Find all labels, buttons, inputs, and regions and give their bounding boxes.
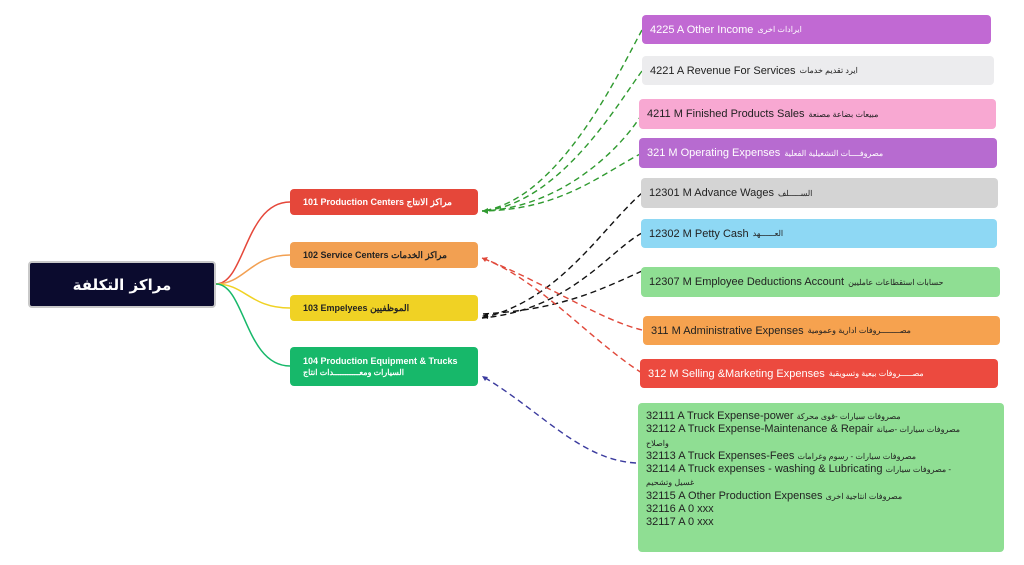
truck-line-arabic: مصروفات سيارات - رسوم وغرامات: [797, 451, 917, 461]
truck-line: 32117 A 0 xxx: [646, 516, 996, 529]
link-admin-expenses: [481, 257, 643, 331]
link-finished-sales: [481, 113, 643, 212]
account-arabic-label: مصروفــــات التشغيلية الفعلية: [784, 148, 884, 158]
truck-line-arabic: مصروفات سيارات -صيانة: [876, 425, 961, 435]
root-cost-centers[interactable]: مراكز التكلفة: [28, 261, 216, 308]
truck-line: 32116 A 0 xxx: [646, 503, 996, 516]
link-operating-expenses: [481, 152, 643, 212]
truck-line-code: 32117 A 0 xxx: [646, 516, 714, 529]
account-arabic-label: مصـــــروفات بيعية وتسويقية: [828, 369, 924, 378]
truck-line-code: 32111 A Truck Expense-power: [646, 410, 794, 422]
center-service[interactable]: 102 Service Centers مراكز الخدمات: [290, 242, 478, 268]
account-admin-expenses[interactable]: 311 M Administrative Expenses مصــــــــ…: [643, 316, 1000, 345]
truck-line: غسيل وتشحيم: [646, 476, 996, 489]
link-petty-cash: [481, 232, 643, 319]
root-label: مراكز التكلفة: [72, 275, 172, 294]
truck-line-code: 32116 A 0 xxx: [646, 503, 714, 516]
center-service-label: 102 Service Centers مراكز الخدمات: [303, 249, 447, 260]
account-code: 311 M Administrative Expenses: [651, 324, 804, 337]
account-arabic-label: الســـــلف: [777, 188, 813, 198]
truck-line: 32113 A Truck Expenses-Fees مصروفات سيار…: [646, 450, 996, 463]
center-production-label: 101 Production Centers مراكز الانتاج: [303, 196, 452, 207]
truck-line-code: 32115 A Other Production Expenses: [646, 489, 823, 502]
truck-line-code: 32112 A Truck Expense-Maintenance & Repa…: [646, 423, 874, 436]
link-revenue-services: [481, 70, 643, 212]
branch-line-production: [215, 201, 291, 285]
account-revenue-services[interactable]: 4221 A Revenue For Services ايرد تقديم خ…: [642, 56, 994, 85]
truck-line: 32114 A Truck expenses - washing & Lubri…: [646, 463, 996, 476]
account-code: 321 M Operating Expenses: [647, 147, 781, 159]
account-selling-expenses[interactable]: 312 M Selling &Marketing Expenses مصــــ…: [640, 359, 998, 388]
truck-line-arabic: مصروفات سيارات -: [885, 465, 952, 475]
branch-line-employees: [215, 283, 291, 309]
account-operating-expenses[interactable]: 321 M Operating Expenses مصروفــــات الت…: [639, 138, 997, 168]
account-employee-deductions[interactable]: 12307 M Employee Deductions Account حساب…: [641, 267, 1000, 297]
truck-line-code: 32113 A Truck Expenses-Fees: [646, 449, 795, 462]
account-finished-sales[interactable]: 4211 M Finished Products Sales مبيعات بض…: [639, 99, 996, 129]
truck-line: 32112 A Truck Expense-Maintenance & Repa…: [646, 423, 996, 436]
truck-line-arabic: مصروفات انتاجية اخرى: [825, 491, 903, 501]
link-other-income: [481, 29, 643, 212]
account-code: 12302 M Petty Cash: [649, 227, 749, 240]
branch-line-service: [215, 254, 291, 285]
account-petty-cash[interactable]: 12302 M Petty Cash العــــــهد: [641, 219, 997, 248]
account-other-income[interactable]: 4225 A Other Income ايرادات اخرى: [642, 15, 991, 44]
account-advance-wages[interactable]: 12301 M Advance Wages الســـــلف: [641, 178, 998, 208]
center-equipment-label-line2: السيارات ومعـــــــــــدات انتاج: [303, 368, 404, 377]
account-code: 4221 A Revenue For Services: [650, 64, 796, 77]
truck-line: واصلاح: [646, 437, 996, 450]
center-employees-label: 103 Empelyees الموظفيين: [303, 302, 410, 313]
account-arabic-label: ايرادات اخرى: [757, 25, 802, 34]
link-employee-deductions: [481, 270, 643, 315]
center-equipment-label-line1: 104 Production Equipment & Trucks: [303, 356, 458, 366]
account-arabic-label: مبيعات بضاعة مصنعة: [808, 109, 879, 119]
account-code: 4225 A Other Income: [650, 23, 754, 36]
account-code: 12307 M Employee Deductions Account: [649, 276, 845, 288]
account-arabic-label: مصــــــــروفات ادارية وعمومية: [807, 326, 911, 335]
truck-line: 32111 A Truck Expense-power مصروفات سيار…: [646, 410, 996, 423]
truck-line-code: 32114 A Truck expenses - washing & Lubri…: [646, 463, 883, 476]
link-advance-wages: [481, 192, 643, 319]
branch-line-equipment: [215, 283, 291, 367]
truck-line-arabic: غسيل وتشحيم: [646, 478, 695, 488]
link-selling-expenses: [481, 257, 643, 374]
truck-line: 32115 A Other Production Expenses مصروفا…: [646, 490, 996, 503]
account-arabic-label: ايرد تقديم خدمات: [799, 66, 858, 75]
center-equipment-trucks[interactable]: 104 Production Equipment & Trucks السيار…: [290, 347, 478, 386]
account-code: 4211 M Finished Products Sales: [647, 108, 805, 120]
truck-line-arabic: واصلاح: [646, 438, 669, 448]
account-arabic-label: العــــــهد: [752, 229, 784, 238]
link-truck-expenses: [481, 375, 637, 464]
account-truck-expenses[interactable]: 32111 A Truck Expense-power مصروفات سيار…: [638, 403, 1004, 552]
center-employees[interactable]: 103 Empelyees الموظفيين: [290, 295, 478, 321]
center-production[interactable]: 101 Production Centers مراكز الانتاج: [290, 189, 478, 215]
account-code: 312 M Selling &Marketing Expenses: [648, 367, 825, 380]
account-arabic-label: حسابات استقطاعات عامليين: [848, 277, 944, 287]
truck-line-arabic: مصروفات سيارات -قوى محركة: [796, 412, 901, 421]
account-code: 12301 M Advance Wages: [649, 187, 774, 199]
